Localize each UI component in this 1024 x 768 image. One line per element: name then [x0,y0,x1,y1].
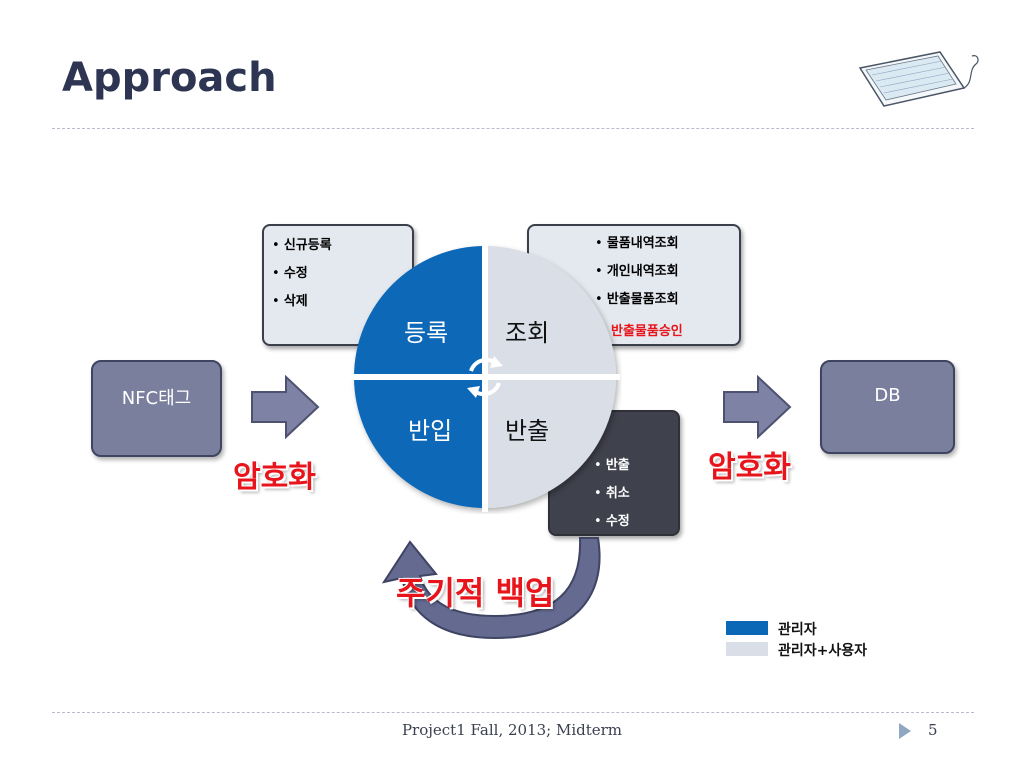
footer-text: Project1 Fall, 2013; Midterm [401,721,623,739]
list-item: 물품내역조회 [595,230,739,258]
list-item: 수정 [272,260,412,288]
quadrant-import [354,377,485,508]
legend-label-shared: 관리자+사용자 [778,643,868,659]
quadrant-label-export: 반출 [505,417,550,445]
list-item: 반출 [594,452,678,480]
legend-label-admin: 관리자 [778,622,817,638]
list-item: 취소 [594,480,678,508]
right-arrow-icon [723,375,792,439]
list-item: 신규등록 [272,232,412,260]
list-item: 수정 [594,508,678,536]
quadrant-label-lookup: 조회 [505,319,550,347]
encryption-label-right: 암호화 [708,450,791,485]
quadrant-label-register: 등록 [404,319,449,347]
backup-label: 주기적 백업 [396,574,555,612]
list-item: 삭제 [272,288,412,316]
backup-curved-arrow-icon [381,537,601,640]
keyboard-icon [858,51,979,107]
approval-highlight: 반출물품승인 [611,324,683,339]
list-item: 반출물품조회 [595,286,739,314]
legend-swatch-shared [726,642,768,656]
function-cycle-diagram [350,242,620,512]
quadrant-lookup [485,246,616,377]
header-divider [52,128,974,129]
nfc-tag-node: NFC태그 [91,360,222,457]
quadrant-label-import: 반입 [408,417,453,445]
page-title: Approach [62,55,277,101]
quadrant-register [354,246,485,377]
node-label: NFC태그 [121,387,192,409]
quadrant-export [485,377,616,508]
page-number: 5 [928,721,938,739]
legend-swatch-admin [726,621,768,635]
register-functions-box: 신규등록 수정 삭제 [262,224,414,346]
list-item: 개인내역조회 [595,258,739,286]
db-node: DB [820,360,955,454]
encryption-label-left: 암호화 [233,460,316,495]
right-arrow-icon [251,375,320,439]
footer-divider [52,712,974,713]
node-label: DB [874,384,901,406]
play-triangle-icon [899,723,911,739]
